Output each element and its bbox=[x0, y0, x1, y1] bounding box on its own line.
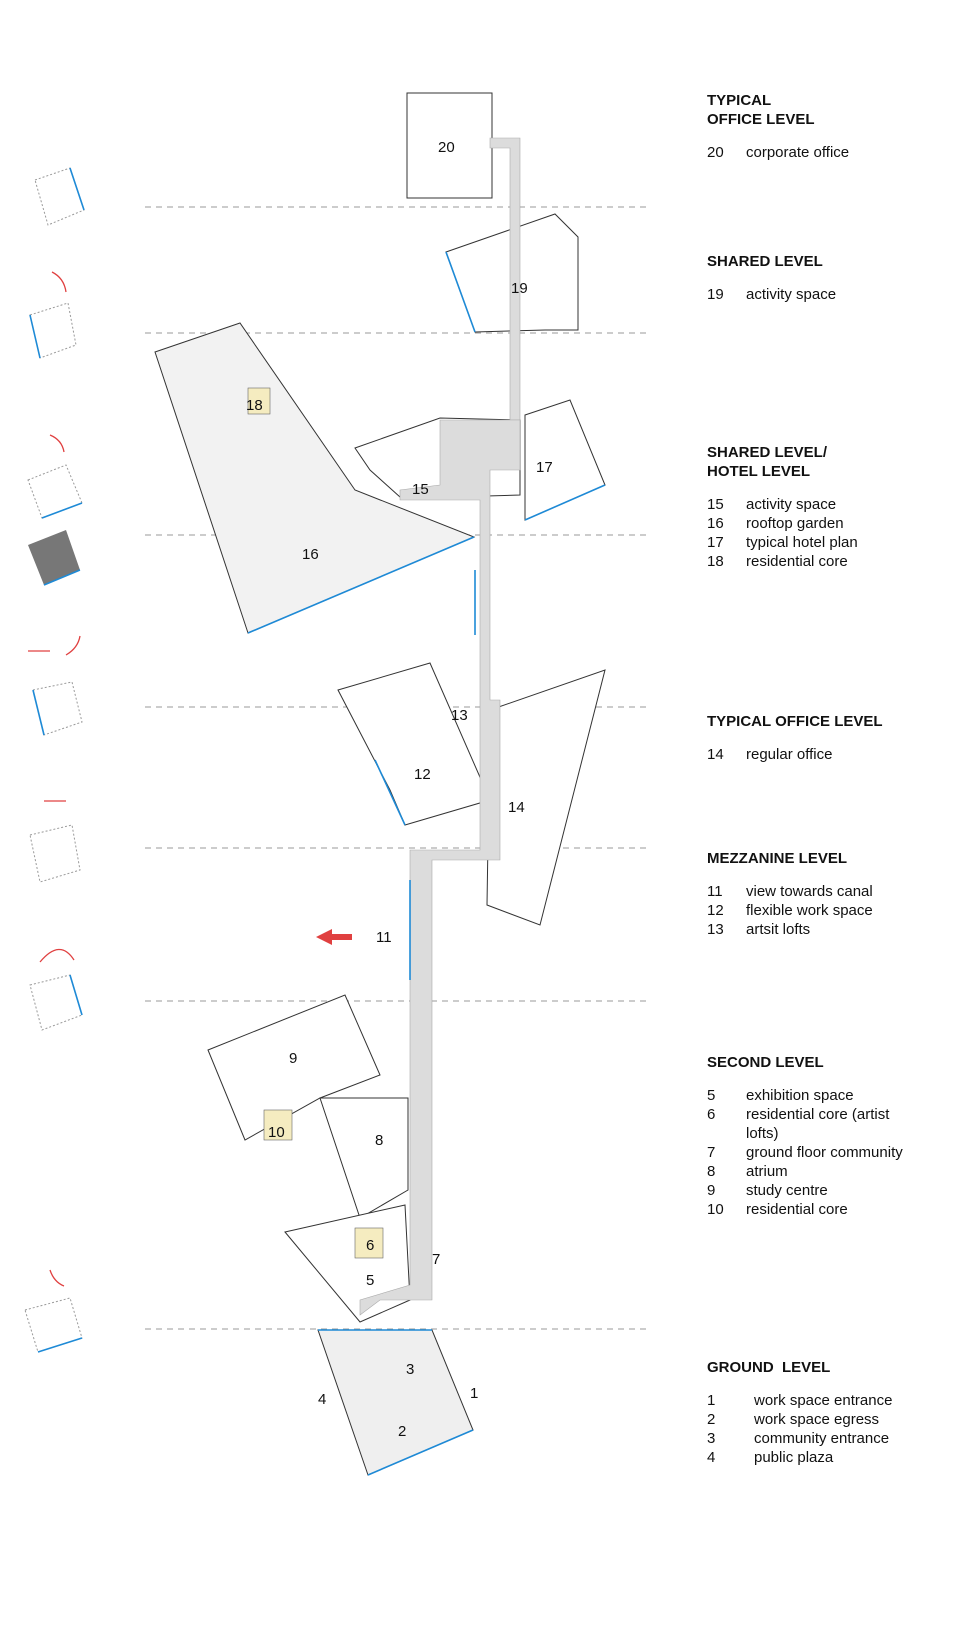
legend-number: 18 bbox=[707, 553, 724, 570]
facade-edges bbox=[247, 251, 606, 1476]
space-number-labels: 1 2 3 4 5 6 7 8 9 10 11 12 13 14 15 16 1… bbox=[246, 139, 553, 1440]
legend-number: 5 bbox=[707, 1087, 716, 1104]
legend-number: 4 bbox=[707, 1449, 716, 1466]
plate-rooftop-garden bbox=[154, 322, 476, 634]
legend-number: 12 bbox=[707, 902, 724, 919]
label-4: 4 bbox=[318, 1391, 326, 1408]
label-7: 7 bbox=[432, 1251, 440, 1268]
legend-shared-level: SHARED LEVEL 19 activity space bbox=[707, 252, 967, 304]
plate-exhibition bbox=[284, 1204, 411, 1323]
legend-description: activity space bbox=[746, 496, 837, 513]
legend-number: 10 bbox=[707, 1201, 724, 1218]
legend-number: 13 bbox=[707, 921, 724, 938]
legend-number: 9 bbox=[707, 1182, 716, 1199]
legend-typical-office-top: TYPICAL OFFICE LEVEL 20 corporate office bbox=[707, 91, 967, 162]
label-14: 14 bbox=[508, 799, 525, 816]
label-19: 19 bbox=[511, 280, 528, 297]
plate-regular-office bbox=[486, 669, 606, 926]
legend-description: rooftop garden bbox=[746, 515, 844, 532]
rotation-arrow-icons bbox=[28, 271, 81, 1287]
legend-heading: SHARED LEVEL bbox=[707, 253, 823, 270]
label-9: 9 bbox=[289, 1050, 297, 1067]
legend-description: public plaza bbox=[754, 1449, 834, 1466]
legend-description: community entrance bbox=[754, 1430, 890, 1447]
legend-ground-level: GROUND LEVEL 1 work space entrance 2 work … bbox=[707, 1358, 967, 1467]
label-2: 2 bbox=[398, 1423, 406, 1440]
circulation-spine bbox=[359, 137, 521, 1316]
legend-second-level: SECOND LEVEL 5 exhibition space 6 resident… bbox=[707, 1053, 967, 1219]
legend-description: activity space bbox=[746, 286, 837, 303]
legend-number: 11 bbox=[707, 883, 723, 900]
cores bbox=[247, 387, 384, 1259]
plate-atrium bbox=[319, 1097, 409, 1219]
label-20: 20 bbox=[438, 139, 455, 156]
legend-number: 17 bbox=[707, 534, 724, 551]
label-18: 18 bbox=[246, 397, 263, 414]
legend-hotel-level: SHARED LEVEL/ HOTEL LEVEL 15 activity spa… bbox=[707, 443, 967, 571]
legend-number: 6 bbox=[707, 1106, 716, 1123]
legend-heading: MEZZANINE LEVEL bbox=[707, 850, 848, 867]
legend-heading: TYPICAL OFFICE LEVEL bbox=[707, 713, 883, 730]
legend-description: typical hotel plan bbox=[746, 534, 858, 551]
legend-description: ground floor community bbox=[746, 1144, 903, 1161]
view-direction-arrow-icon bbox=[316, 929, 352, 945]
legend-description: flexible work space bbox=[746, 902, 873, 919]
legend-number: 14 bbox=[707, 746, 724, 763]
legend-number: 19 bbox=[707, 286, 724, 303]
legend-number: 7 bbox=[707, 1144, 716, 1161]
legend-description: residential core bbox=[746, 553, 848, 570]
legend-description: regular office bbox=[746, 746, 833, 763]
side-massing-diagrams bbox=[24, 167, 85, 1353]
legend-description: work space entrance bbox=[754, 1392, 893, 1409]
label-12: 12 bbox=[414, 766, 431, 783]
legend-heading: GROUND LEVEL bbox=[707, 1359, 831, 1376]
label-3: 3 bbox=[406, 1361, 414, 1378]
legend-description: work space egress bbox=[754, 1411, 880, 1428]
legend-number: 2 bbox=[707, 1411, 716, 1428]
label-8: 8 bbox=[375, 1132, 383, 1149]
label-5: 5 bbox=[366, 1272, 374, 1289]
legend-description: corporate office bbox=[746, 144, 850, 161]
legend-heading: SECOND LEVEL bbox=[707, 1054, 824, 1071]
plate-ground bbox=[317, 1329, 474, 1476]
label-11: 11 bbox=[376, 929, 392, 946]
legend-description: study centre bbox=[746, 1182, 828, 1199]
legend-number: 3 bbox=[707, 1430, 716, 1447]
legend-number: 8 bbox=[707, 1163, 716, 1180]
legend-description: view towards canal bbox=[746, 883, 873, 900]
legend-description: artsit lofts bbox=[746, 921, 811, 938]
plate-flexible-work bbox=[337, 662, 491, 826]
label-17: 17 bbox=[536, 459, 553, 476]
legend-description: atrium bbox=[746, 1163, 788, 1180]
label-15: 15 bbox=[412, 481, 429, 498]
legend-description: residential core (artist lofts) bbox=[746, 1106, 890, 1142]
label-13: 13 bbox=[451, 707, 468, 724]
plate-corporate-office bbox=[406, 92, 493, 199]
floor-plates bbox=[154, 92, 606, 1476]
plate-study-centre bbox=[207, 994, 381, 1141]
legend-heading: SHARED LEVEL/ HOTEL LEVEL bbox=[707, 444, 828, 480]
legend-number: 1 bbox=[707, 1392, 716, 1409]
legend-number: 15 bbox=[707, 496, 724, 513]
legend-heading: TYPICAL OFFICE LEVEL bbox=[707, 92, 815, 128]
legend-number: 20 bbox=[707, 144, 724, 161]
side-massing-blue-edges bbox=[29, 167, 85, 1353]
label-6: 6 bbox=[366, 1237, 374, 1254]
legend-number: 16 bbox=[707, 515, 724, 532]
label-10: 10 bbox=[268, 1124, 285, 1141]
legend-description: residential core bbox=[746, 1201, 848, 1218]
legend-description: exhibition space bbox=[746, 1087, 854, 1104]
legend-typical-office: TYPICAL OFFICE LEVEL 14 regular office bbox=[707, 712, 967, 764]
legend-mezzanine: MEZZANINE LEVEL 11 view towards canal 12 f… bbox=[707, 849, 967, 939]
label-1: 1 bbox=[470, 1385, 478, 1402]
label-16: 16 bbox=[302, 546, 319, 563]
